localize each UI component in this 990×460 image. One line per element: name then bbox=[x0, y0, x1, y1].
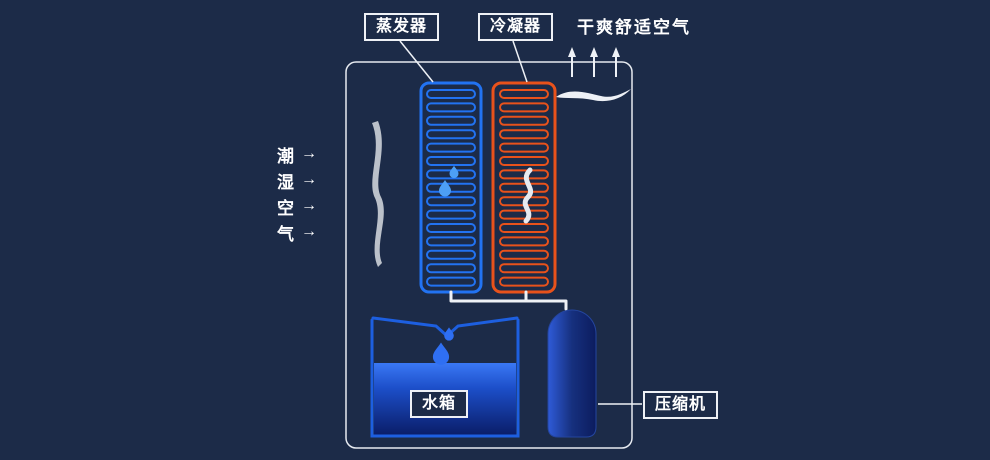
dry-air-label: 干爽舒适空气 bbox=[577, 18, 691, 37]
humid-air-row: 湿 → bbox=[277, 167, 317, 193]
humid-air-row: 气 → bbox=[277, 219, 317, 245]
label-leader-lines bbox=[399, 40, 642, 405]
water-tank-label: 水箱 bbox=[410, 390, 469, 418]
humid-air-label: 潮 → 湿 → 空 → 气 → bbox=[277, 141, 317, 245]
condenser-coil bbox=[491, 81, 557, 294]
compressor-label: 压缩机 bbox=[643, 391, 719, 419]
fan-blade-icon bbox=[372, 121, 384, 267]
flame-icon bbox=[522, 167, 534, 224]
humid-air-char: 潮 bbox=[277, 146, 294, 166]
right-arrow-icon: → bbox=[301, 171, 317, 188]
humid-air-char: 湿 bbox=[277, 172, 294, 192]
unit-outline bbox=[345, 61, 633, 449]
right-arrow-icon: → bbox=[301, 145, 317, 162]
humid-air-row: 潮 → bbox=[277, 141, 317, 167]
evaporator-coil bbox=[419, 81, 483, 294]
compressor-body bbox=[547, 309, 597, 438]
water-tank bbox=[370, 316, 520, 438]
condenser-label: 冷凝器 bbox=[478, 13, 554, 41]
right-arrow-icon: → bbox=[301, 223, 317, 240]
humid-air-row: 空 → bbox=[277, 193, 317, 219]
humid-air-char: 气 bbox=[277, 224, 294, 244]
evaporator-label: 蒸发器 bbox=[364, 13, 440, 41]
humid-air-char: 空 bbox=[277, 198, 294, 218]
right-arrow-icon: → bbox=[301, 197, 317, 214]
airflow-swoosh-icon bbox=[556, 89, 631, 102]
dry-air-up-arrow-icons bbox=[568, 47, 620, 77]
refrigerant-pipes bbox=[449, 290, 568, 311]
